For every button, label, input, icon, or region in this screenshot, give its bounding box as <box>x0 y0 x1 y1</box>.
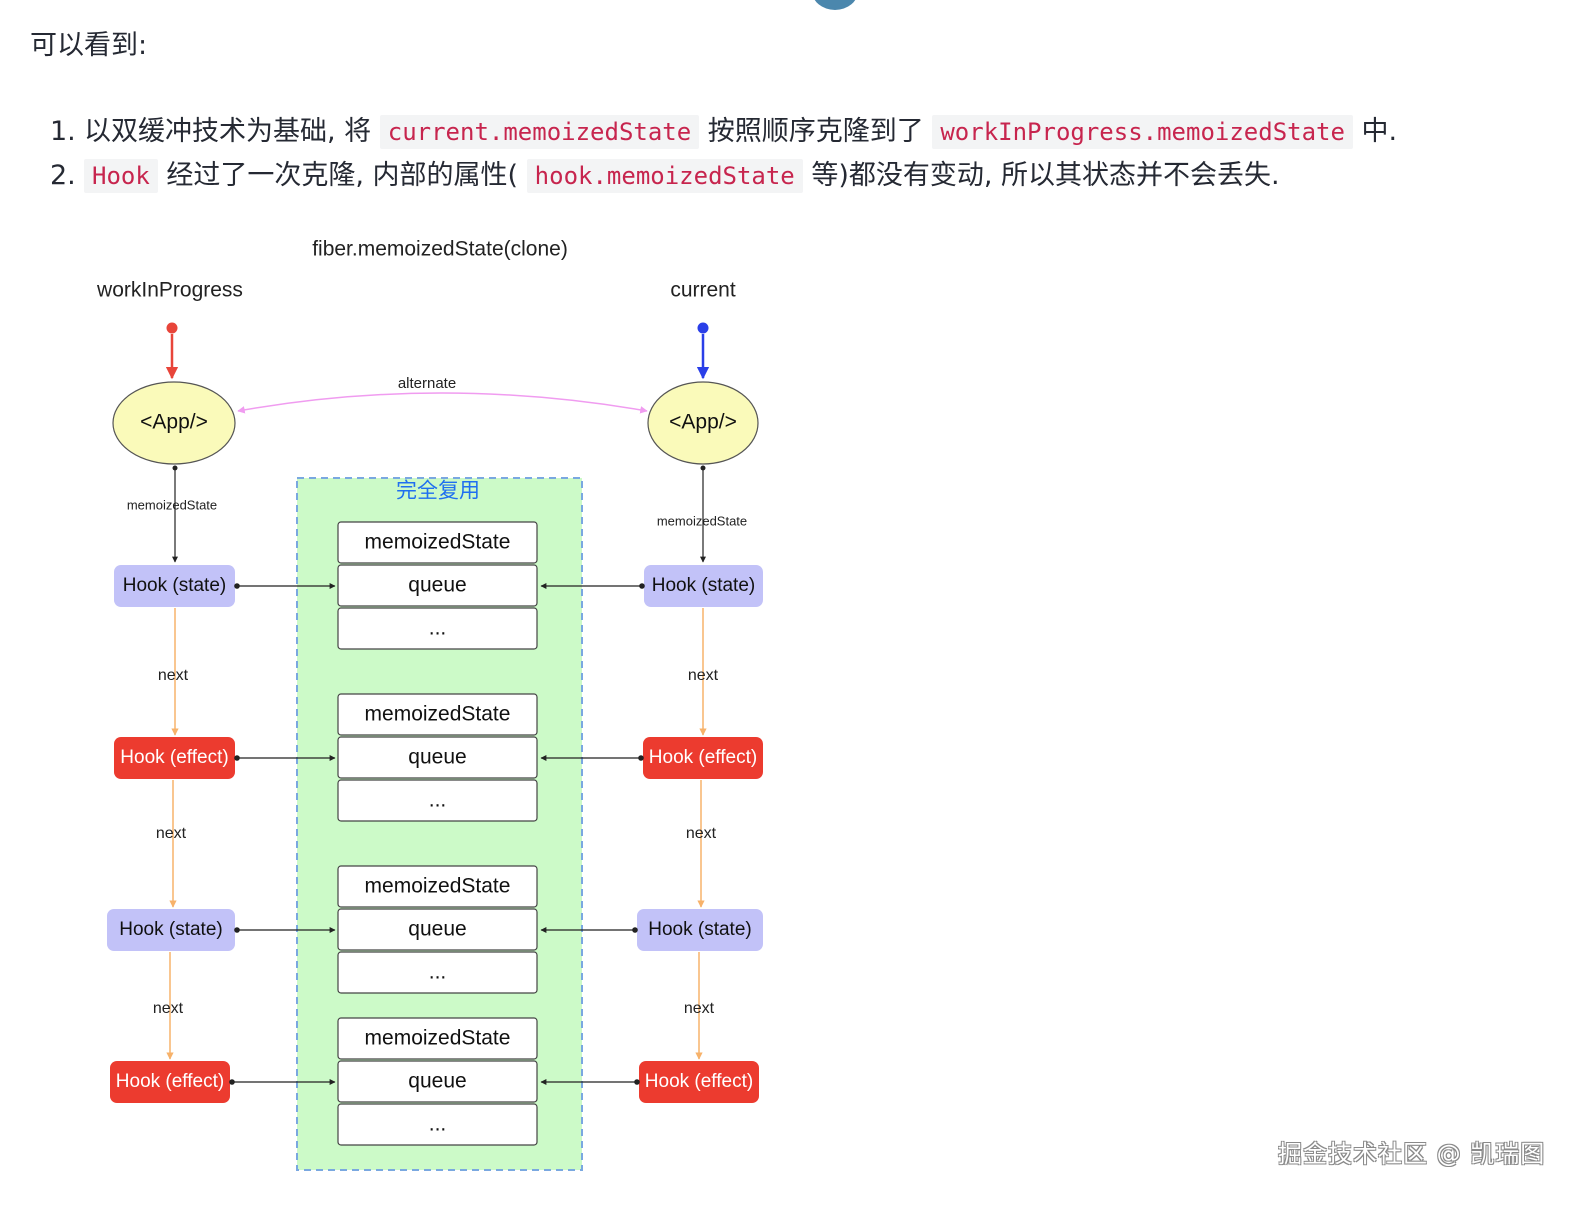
next-label-current: next <box>688 667 719 684</box>
hook-node-wip <box>107 909 235 951</box>
summary-list: 1. 以双缓冲技术为基础, 将 current.memoizedState 按照顺… <box>50 110 1397 198</box>
wip-pointer-dot <box>166 322 178 334</box>
hook-node-current-label: Hook (effect) <box>645 1071 753 1092</box>
stack-cell <box>337 908 538 951</box>
list-text: 等)都没有变动, 所以其状态并不会丢失. <box>802 160 1280 191</box>
inline-code: Hook <box>84 159 158 193</box>
list-number: 2. <box>50 160 76 191</box>
inline-code: hook.memoizedState <box>526 159 803 193</box>
app-node-wip-label: <App/> <box>140 411 208 434</box>
hook-node-current-label: Hook (state) <box>648 919 751 940</box>
hook-link-dot <box>234 583 240 589</box>
list-item: 1. 以双缓冲技术为基础, 将 current.memoizedState 按照顺… <box>50 110 1397 154</box>
list-item: 2. Hook 经过了一次克隆, 内部的属性( hook.memoizedStat… <box>50 154 1397 198</box>
stack-cell-label: ... <box>429 789 447 812</box>
stack-cell <box>337 521 538 564</box>
list-text: 以双缓冲技术为基础, 将 <box>84 116 380 147</box>
hook-node-current-label: Hook (effect) <box>649 747 757 768</box>
hook-node-wip <box>114 565 235 607</box>
intro-text: 可以看到: <box>30 30 148 61</box>
current-label: current <box>670 279 736 302</box>
reuse-area-title: 完全复用 <box>396 480 480 503</box>
wip-memoized-dot <box>172 465 178 471</box>
hook-link-dot <box>234 755 240 761</box>
stack-cell-label: memoizedState <box>365 1027 511 1050</box>
stack-cell <box>337 564 538 607</box>
hook-node-wip-label: Hook (effect) <box>116 1071 224 1092</box>
stack-cell <box>337 1017 538 1060</box>
alternate-label: alternate <box>398 375 456 392</box>
watermark: 掘金技术社区 @ 凯瑞图 <box>1278 1140 1546 1168</box>
hook-node-current <box>639 1061 759 1103</box>
stack-cell-label: memoizedState <box>365 703 511 726</box>
app-node-wip <box>112 381 236 465</box>
stack-cell <box>337 1103 538 1146</box>
hook-node-wip-label: Hook (effect) <box>120 747 228 768</box>
list-text: 经过了一次克隆, 内部的属性( <box>157 160 527 191</box>
stack-cell-label: ... <box>429 961 447 984</box>
stack-cell-label: ... <box>429 1113 447 1136</box>
hook-link-dot <box>229 1079 235 1085</box>
alternate-link <box>237 392 648 414</box>
hook-link-dot <box>634 1079 640 1085</box>
inline-code: current.memoizedState <box>379 115 700 149</box>
stack-cell-label: memoizedState <box>365 875 511 898</box>
hook-link-dot <box>632 927 638 933</box>
hook-link-dot <box>234 927 240 933</box>
list-text: 按照顺序克隆到了 <box>699 116 933 147</box>
current-pointer-dot <box>697 322 709 334</box>
stack-cell <box>337 736 538 779</box>
stack-cell-label: queue <box>408 918 466 941</box>
current-memoized-dot <box>700 465 706 471</box>
stack-cell <box>337 951 538 994</box>
stack-cell <box>337 693 538 736</box>
next-label-wip: next <box>153 1000 184 1017</box>
hook-node-wip-label: Hook (state) <box>123 575 226 596</box>
hook-link-dot <box>638 755 644 761</box>
app-node-current <box>647 381 759 465</box>
app-node-current-label: <App/> <box>669 411 737 434</box>
current-memoized-label: memoizedState <box>657 513 747 528</box>
stack-cell-label: ... <box>429 617 447 640</box>
stack-cell-label: memoizedState <box>365 531 511 554</box>
hook-node-wip <box>110 1061 230 1103</box>
next-label-wip: next <box>156 825 187 842</box>
diagram-title: fiber.memoizedState(clone) <box>312 238 568 261</box>
stack-cell <box>337 607 538 650</box>
hook-node-wip <box>114 737 235 779</box>
stack-cell-label: queue <box>408 1070 466 1093</box>
inline-code: workInProgress.memoizedState <box>932 115 1353 149</box>
next-label-current: next <box>686 825 717 842</box>
hook-node-current <box>643 737 763 779</box>
stack-cell <box>337 779 538 822</box>
stack-cell <box>337 865 538 908</box>
avatar-partial <box>812 0 858 10</box>
work-in-progress-label: workInProgress <box>96 279 243 302</box>
wip-memoized-label: memoizedState <box>127 497 217 512</box>
hook-node-current <box>644 565 763 607</box>
stack-cell <box>337 1060 538 1103</box>
stack-cell-label: queue <box>408 746 466 769</box>
hook-link-dot <box>639 583 645 589</box>
list-number: 1. <box>50 116 76 147</box>
hook-node-wip-label: Hook (state) <box>119 919 222 940</box>
list-text: 中. <box>1352 116 1398 147</box>
next-label-wip: next <box>158 667 189 684</box>
hook-node-current-label: Hook (state) <box>652 575 755 596</box>
stack-cell-label: queue <box>408 574 466 597</box>
next-label-current: next <box>684 1000 715 1017</box>
hook-node-current <box>637 909 763 951</box>
